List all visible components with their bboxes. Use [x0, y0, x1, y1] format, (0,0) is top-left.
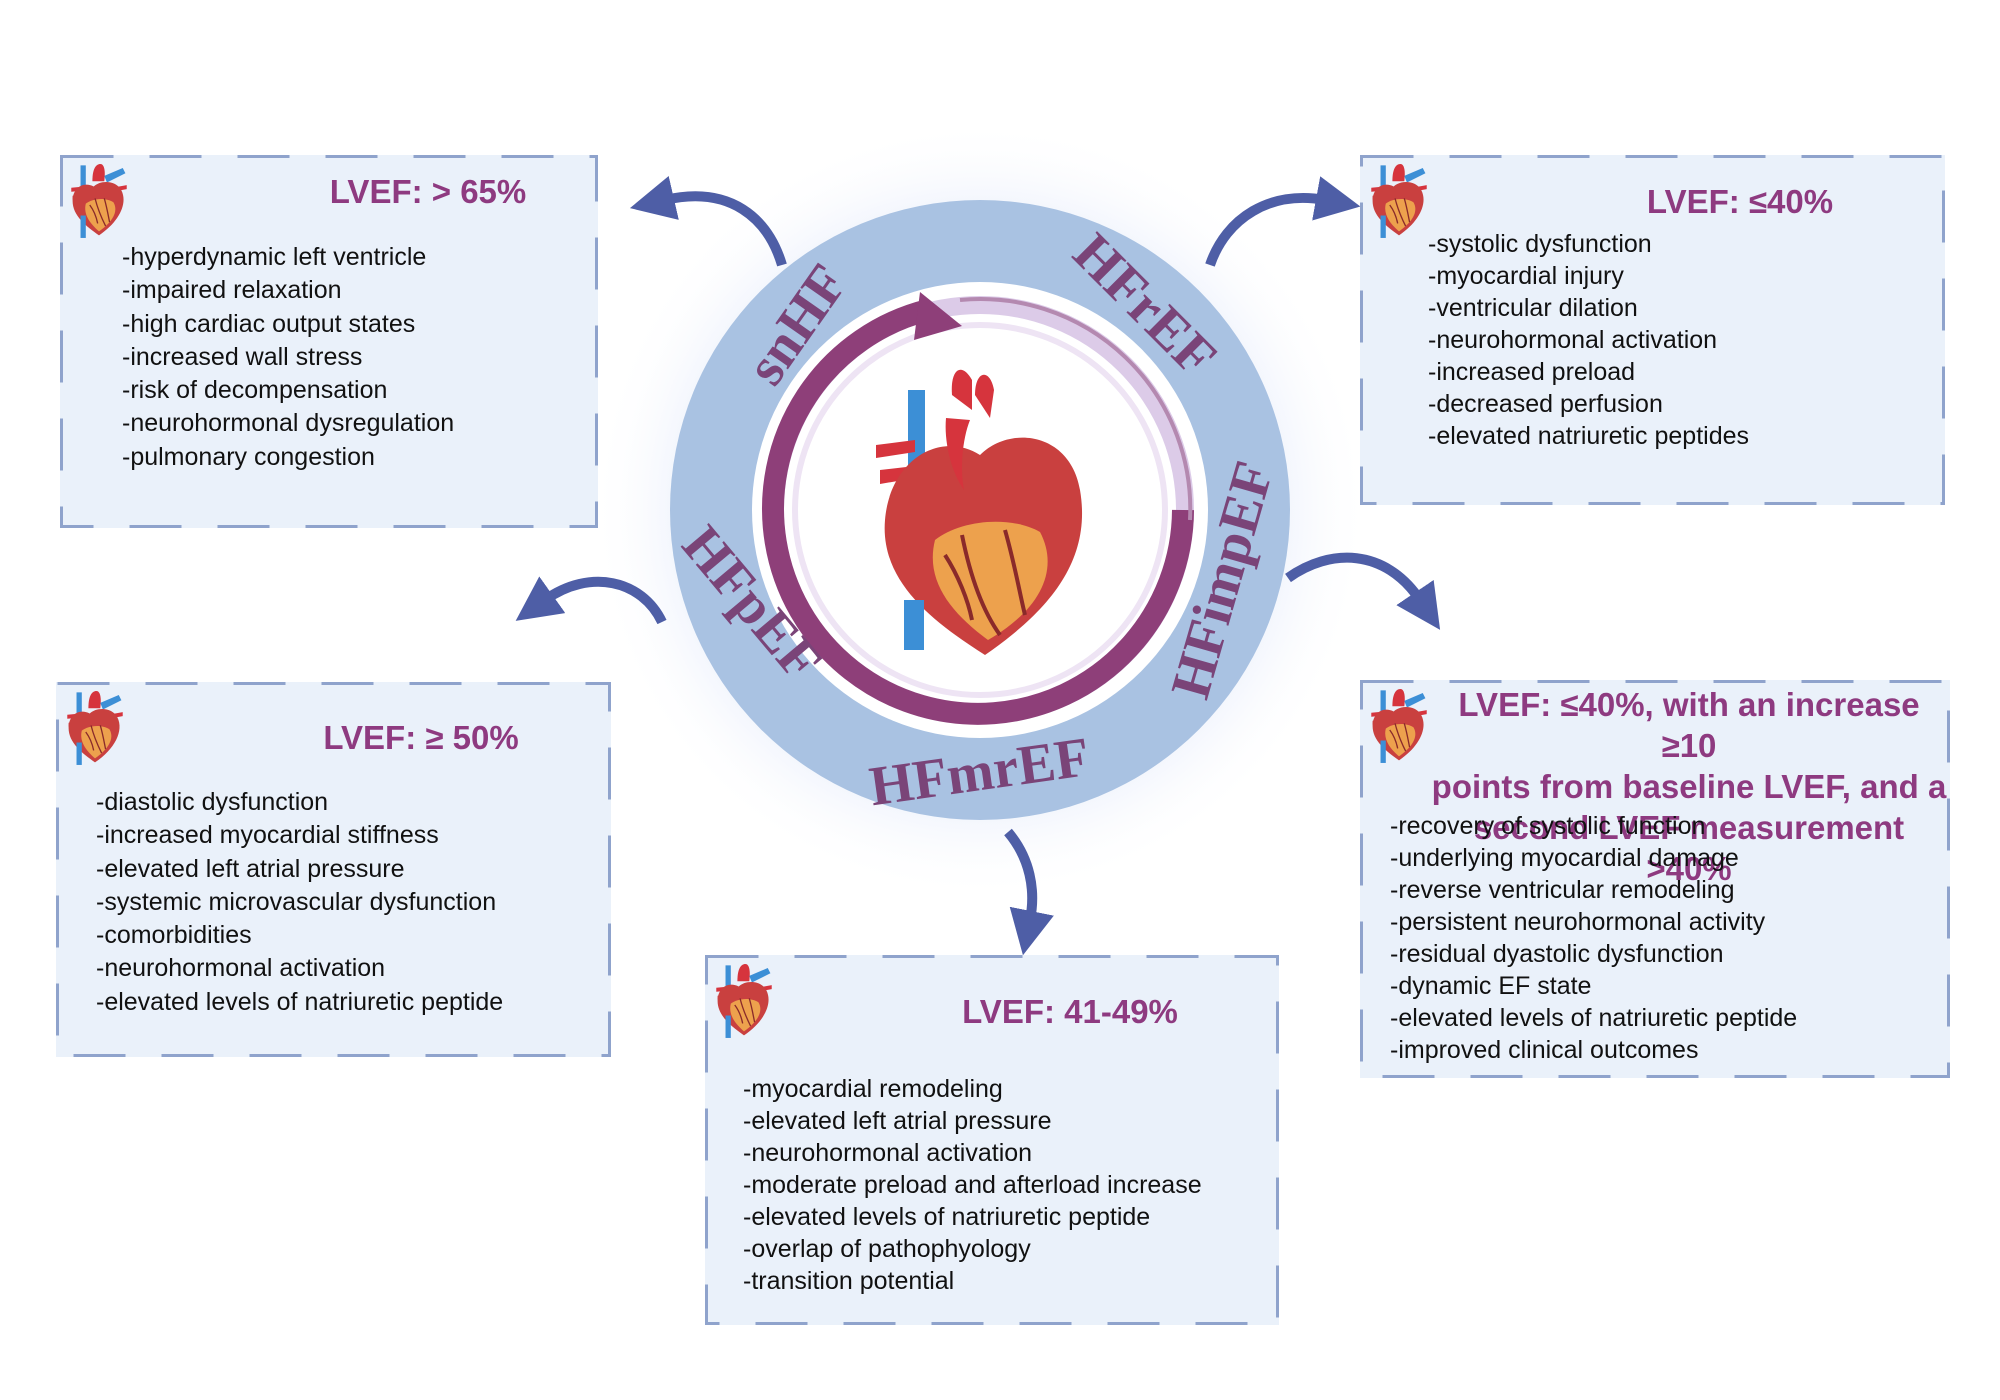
list-item: -improved clinical outcomes [1390, 1036, 1699, 1064]
list-item: -myocardial injury [1428, 262, 1624, 290]
box-dashed-border [56, 682, 611, 1057]
box-item-list: -hyperdynamic left ventricle -impaired r… [122, 241, 454, 474]
list-item: -neurohormonal activation [96, 954, 386, 983]
hfimpef-info-box: LVEF: ≤40%, with an increase ≥10 points … [1360, 680, 1950, 1078]
list-item: -pulmonary congestion [122, 442, 375, 471]
list-item: -neurohormonal activation [1428, 326, 1718, 354]
list-item: -elevated natriuretic peptides [1428, 422, 1750, 450]
box-dashed-border [705, 955, 1279, 1325]
cycle-arrow [762, 299, 1194, 725]
hfmref-info-box: LVEF: 41-49% -myocardial remodeling -ele… [705, 955, 1279, 1325]
list-item: -systolic dysfunction [1428, 230, 1652, 258]
box-heading: LVEF: > 65% [329, 173, 527, 210]
list-item: -diastolic dysfunction [96, 788, 329, 816]
box-heading: LVEF: ≤40%, with an increase ≥10 points … [1430, 684, 1948, 889]
center-heart-illustration [876, 369, 1083, 655]
hfref-info-box: LVEF: ≤40% -systolic dysfunction -myocar… [1360, 155, 1945, 505]
box-heading-line: second LVEF measurement >40% [1473, 809, 1905, 887]
list-item: -myocardial remodeling [743, 1075, 1003, 1103]
box-heading: LVEF: 41-49% [962, 993, 1178, 1030]
box-item-list: -diastolic dysfunction -increased myocar… [96, 786, 503, 1019]
list-item: -systemic microvascular dysfunction [96, 887, 497, 916]
list-item: -underlying myocardial damage [1390, 844, 1739, 872]
hfpef-info-box: LVEF: ≥ 50% -diastolic dysfunction -incr… [56, 682, 611, 1057]
box-item-list: -systolic dysfunction -myocardial injury… [1428, 228, 1749, 452]
list-item: -overlap of pathophyology [743, 1235, 1031, 1263]
list-item: -comorbidities [96, 921, 252, 950]
list-item: -neurohormonal activation [743, 1139, 1033, 1167]
arrow-to-hfpef [515, 576, 667, 625]
box-dashed-border [1360, 155, 1945, 505]
list-item: -neurohormonal dysregulation [122, 409, 455, 438]
list-item: -hyperdynamic left ventricle [122, 243, 427, 271]
arrow-to-hfmref [1004, 828, 1054, 956]
list-item: -elevated left atrial pressure [96, 854, 405, 883]
list-item: -persistent neurohormonal activity [1390, 908, 1766, 936]
list-item: -increased preload [1428, 358, 1636, 386]
cycle-arrowhead [914, 292, 962, 340]
list-item: -increased myocardial stiffness [96, 821, 439, 850]
list-item: -transition potential [743, 1267, 955, 1295]
list-item: -moderate preload and afterload increase [743, 1171, 1202, 1199]
box-dashed-border [1360, 680, 1950, 1078]
list-item: -impaired relaxation [122, 276, 342, 305]
list-item: -elevated levels of natriuretic peptide [1390, 1004, 1798, 1032]
heart-icon [1366, 686, 1432, 766]
cycle-thin-arc [959, 297, 1193, 521]
box-heading: LVEF: ≥ 50% [323, 719, 519, 756]
list-item: -dynamic EF state [1390, 972, 1592, 1000]
heart-icon [62, 688, 128, 768]
snhf-info-box: LVEF: > 65% -hyperdynamic left ventricle… [60, 155, 598, 528]
list-item: -increased wall stress [122, 342, 363, 371]
arrow-to-hfref [1205, 176, 1361, 267]
list-item: -decreased perfusion [1428, 390, 1663, 418]
box-heading-line: points from baseline LVEF, and a [1431, 768, 1947, 805]
list-item: -elevated left atrial pressure [743, 1107, 1052, 1135]
list-item: -risk of decompensation [122, 376, 388, 405]
list-item: -recovery of systolic function [1390, 812, 1706, 840]
box-item-list: -recovery of systolic function -underlyi… [1390, 810, 1797, 1066]
list-item: -reverse ventricular remodeling [1390, 876, 1735, 904]
box-item-list: -myocardial remodeling -elevated left at… [743, 1073, 1202, 1297]
arrow-to-snhf [629, 176, 787, 267]
list-item: -elevated levels of natriuretic peptide [743, 1203, 1151, 1231]
list-item: -ventricular dilation [1428, 294, 1638, 322]
arrow-to-hfimpef [1285, 552, 1441, 630]
box-heading-line: LVEF: ≤40%, with an increase ≥10 [1458, 686, 1920, 764]
box-heading: LVEF: ≤40% [1646, 183, 1834, 220]
box-dashed-border [60, 155, 598, 528]
heart-icon [711, 961, 777, 1041]
heart-icon [66, 161, 132, 241]
heart-icon [1366, 161, 1432, 241]
list-item: -high cardiac output states [122, 309, 416, 338]
list-item: -residual dyastolic dysfunction [1390, 940, 1724, 968]
list-item: -elevated levels of natriuretic peptide [96, 987, 504, 1016]
